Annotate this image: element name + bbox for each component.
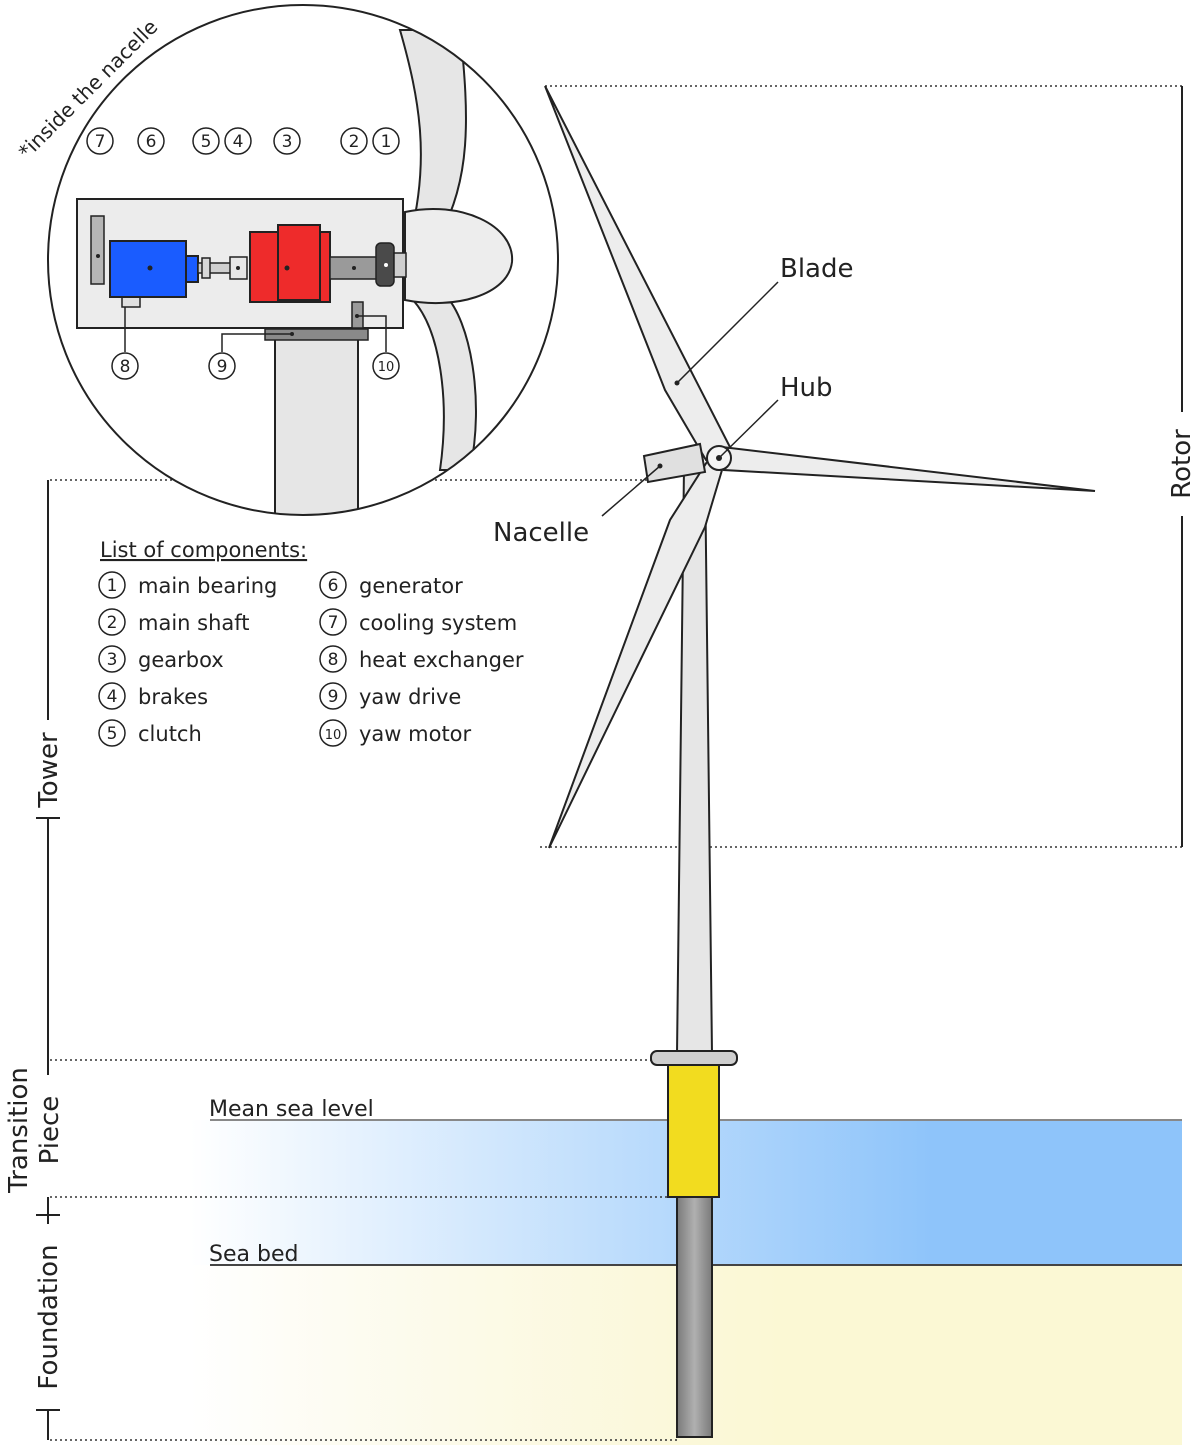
legend-number-circle [98,571,126,599]
legend-number-circle [98,645,126,673]
svg-text:3: 3 [282,132,293,152]
transition-piece [667,1064,720,1198]
legend-number-circle [319,682,347,710]
legend-number-circle [319,719,347,747]
legend-label: brakes [138,685,208,709]
legend-label: yaw drive [359,685,461,709]
blade-label: Blade [780,254,854,284]
transition-label-line2: Piece [35,1096,65,1165]
clutch [201,257,211,279]
svg-text:7: 7 [95,132,106,152]
legend-label: main shaft [138,611,250,635]
tower-label: Tower [34,732,64,809]
svg-text:10: 10 [378,360,395,375]
legend-title: List of components: [100,538,307,562]
legend-item: 7 cooling system [319,608,517,636]
cooling-system [90,215,105,285]
inset-number-markers: 7 6 5 4 3 2 1 8 9 10 [86,127,400,380]
sea-bed-label: Sea bed [209,1242,298,1267]
generator-cap [185,255,199,283]
tower-flange [650,1050,738,1066]
legend-item: 8 heat exchanger [319,645,524,673]
legend-number: 3 [107,650,118,670]
svg-text:6: 6 [146,132,157,152]
hub-label: Hub [780,373,833,403]
legend-item: 10 yaw motor [319,719,472,747]
legend-number: 9 [328,687,339,707]
legend-number-circle [98,719,126,747]
legend-item: 5 clutch [98,719,202,747]
inset-tower [274,337,359,515]
gearbox-front [277,224,321,301]
legend-item: 3 gearbox [98,645,224,673]
transition-label-line1: Transition [4,1067,34,1194]
legend-number-circle [319,608,347,636]
legend-number-circle [319,571,347,599]
svg-text:8: 8 [120,357,131,377]
nacelle-label: Nacelle [493,518,589,548]
legend-label: gearbox [138,648,224,672]
legend-number-circle [319,645,347,673]
svg-text:1: 1 [381,132,392,152]
svg-text:9: 9 [217,357,228,377]
legend-label: clutch [138,722,202,746]
components-legend: List of components: 1 main bearing 2 main s… [98,538,524,747]
inset-hub [404,207,514,304]
legend-number-circle [98,608,126,636]
legend-item: 1 main bearing [98,571,277,599]
svg-text:5: 5 [201,132,212,152]
legend-label: cooling system [359,611,517,635]
legend-label: yaw motor [359,722,472,746]
legend-label: generator [359,574,463,598]
svg-text:2: 2 [349,132,360,152]
legend-label: heat exchanger [359,648,524,672]
legend-number: 6 [328,576,339,596]
blade-up [544,85,735,462]
leader-lines [601,281,779,517]
legend-item: 9 yaw drive [319,682,461,710]
blade-right [720,445,1096,492]
legend-number: 5 [107,724,118,744]
rotor-label: Rotor [1167,429,1197,499]
legend-item: 4 brakes [98,682,208,710]
legend-number: 4 [107,687,118,707]
legend-number: 10 [325,728,342,743]
foundation-label: Foundation [34,1244,64,1389]
legend-item: 2 main shaft [98,608,250,636]
left-brackets [36,480,60,1440]
legend-number-circle [98,682,126,710]
svg-text:4: 4 [233,132,244,152]
legend-number: 2 [107,613,118,633]
legend-number: 8 [328,650,339,670]
nacelle-inset: 7 6 5 4 3 2 1 8 9 10 *inside the nacelle [14,4,559,516]
monopile [676,1196,713,1438]
mean-sea-level-label: Mean sea level [209,1097,374,1122]
legend-number: 7 [328,613,339,633]
nacelle [642,442,707,484]
legend-number: 1 [107,576,118,596]
legend-label: main bearing [138,574,277,598]
legend-item: 6 generator [319,571,463,599]
